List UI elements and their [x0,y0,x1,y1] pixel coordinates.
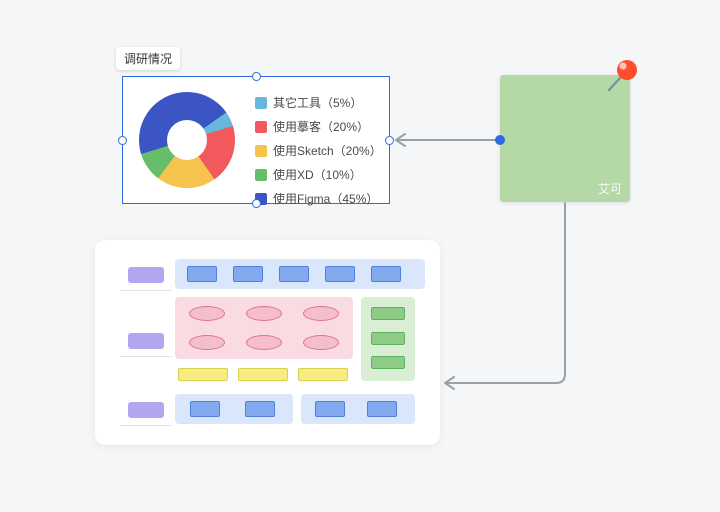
blue-box [325,266,355,282]
yellow-box [298,368,348,381]
pink-ellipse [303,335,339,350]
pink-ellipse [303,306,339,321]
legend-label: 使用摹客（20%） [273,120,370,134]
green-box [371,307,405,320]
purple-label-chip [128,267,164,283]
legend-item: 其它工具（5%） [255,94,382,111]
selection-handle-bottom[interactable] [251,199,261,208]
blue-box [233,266,263,282]
selection-handle-top[interactable] [251,72,261,81]
purple-label-chip [128,333,164,349]
row-separator [120,356,172,357]
green-box [371,356,405,369]
legend-item: 使用Sketch（20%） [255,142,382,159]
sticky-author: 艾可 [597,182,622,196]
donut-chart [139,92,235,188]
legend-item: 使用Figma（45%） [255,190,382,207]
chart-widget[interactable]: 其它工具（5%） 使用摹客（20%） 使用Sketch（20%） 使用XD（10… [118,72,394,208]
pink-ellipse [246,306,282,321]
legend-item: 使用XD（10%） [255,166,382,183]
pushpin-icon [607,60,637,92]
legend-item: 使用摹客（20%） [255,118,382,135]
purple-label-chip [128,402,164,418]
legend-color-swatch [255,96,267,109]
blue-box [187,266,217,282]
yellow-box [238,368,288,381]
legend-color-swatch [255,144,267,157]
blue-box [315,401,345,417]
wireframe-card[interactable] [95,240,440,445]
row-separator [120,290,172,291]
connection-point-dot[interactable] [495,135,505,145]
legend-color-swatch [255,168,267,181]
sticky-note[interactable]: 艾可 [500,75,630,202]
blue-box [279,266,309,282]
blue-box [367,401,397,417]
blue-box [371,266,401,282]
legend-label: 使用Sketch（20%） [273,144,382,158]
row-separator [120,425,172,426]
chart-legend: 其它工具（5%） 使用摹客（20%） 使用Sketch（20%） 使用XD（10… [255,94,382,207]
blue-box [245,401,275,417]
legend-label: 使用Figma（45%） [273,192,379,206]
widget-name-tag[interactable]: 调研情况 [116,47,181,70]
legend-label: 使用XD（10%） [273,168,362,182]
donut-hole [167,120,207,160]
green-box [371,332,405,345]
selection-handle-right[interactable] [385,135,394,145]
legend-color-swatch [255,120,267,133]
blue-box [190,401,220,417]
connector-arrow-wireframe[interactable] [444,202,566,390]
pink-ellipse [189,335,225,350]
legend-label: 其它工具（5%） [273,96,363,110]
pink-ellipse [246,335,282,350]
selection-handle-left[interactable] [118,135,127,145]
connector-arrow-chart[interactable] [395,133,496,147]
yellow-box [178,368,228,381]
pink-ellipse [189,306,225,321]
